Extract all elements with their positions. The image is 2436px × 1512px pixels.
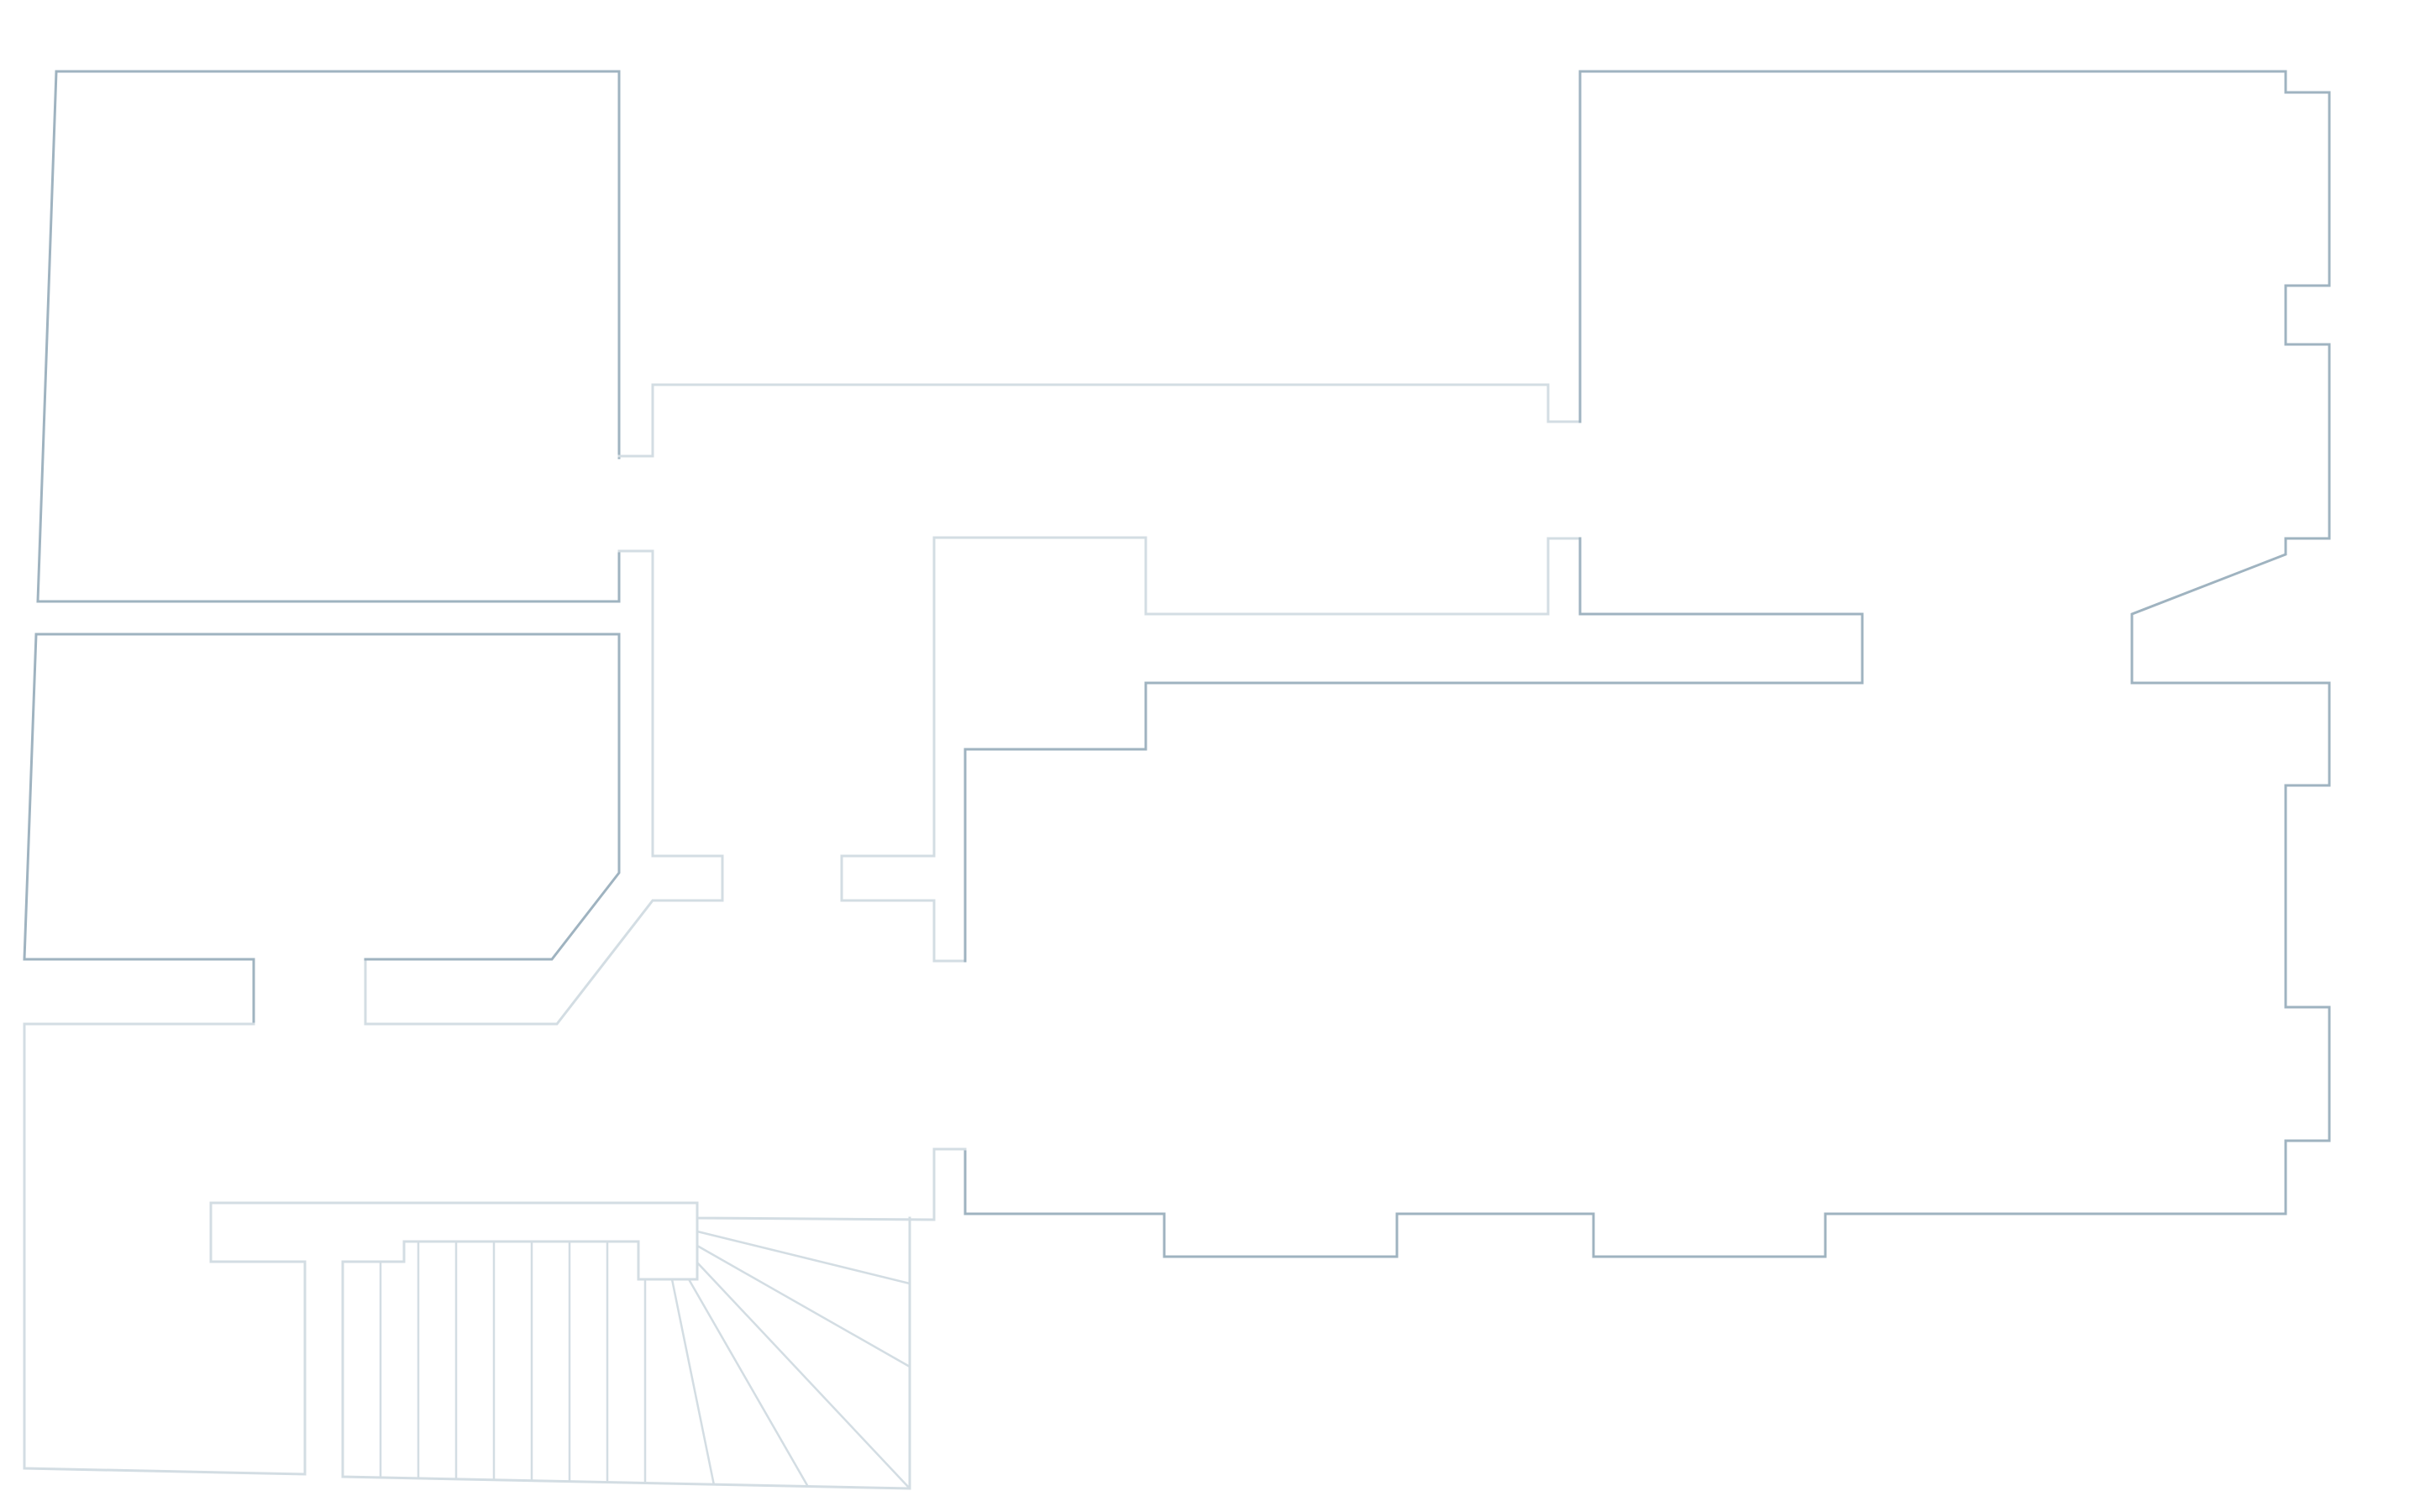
stair-winder (687, 1278, 810, 1488)
room-bottom-left-outline (23, 1022, 967, 1476)
upper-corridor-outline (617, 383, 1582, 458)
stair-winder (670, 1278, 716, 1486)
stair-winder (696, 1262, 911, 1489)
room-middle-left-outline (23, 633, 621, 1026)
room-top-right-outline (963, 70, 2331, 1258)
room-top-left-outline (36, 70, 621, 603)
stair-winders (670, 1230, 911, 1489)
stair-winder (696, 1244, 911, 1368)
stair-winder (696, 1230, 911, 1285)
left-corridor-outline (364, 549, 724, 1026)
stair-treads (379, 1242, 647, 1483)
stair-outer-wall (341, 1216, 911, 1490)
central-inner-wall (963, 537, 1864, 963)
stair-enclosure (341, 1216, 699, 1281)
central-corridor-outline (840, 536, 1582, 963)
